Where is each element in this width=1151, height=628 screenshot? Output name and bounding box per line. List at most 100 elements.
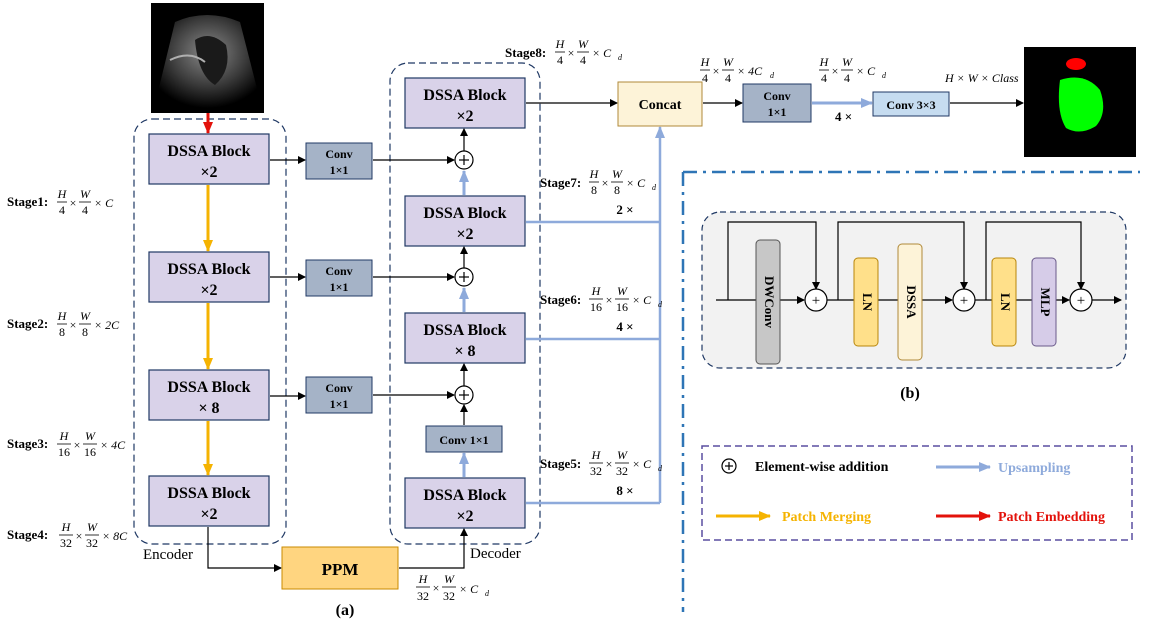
svg-text:×: × [568,46,575,60]
ln-block-1: LN [853,257,879,347]
block-b-add-1: + [804,288,828,312]
svg-text:+: + [960,293,968,309]
decoder-conv: Conv 1×1 [425,425,503,453]
svg-text:d: d [770,71,775,80]
skip-conv-1: Conv 1×1 [305,142,373,180]
svg-text:Element-wise addition: Element-wise addition [755,460,889,475]
svg-text:DSSA Block: DSSA Block [423,87,506,104]
output-segmentation-image [1024,47,1136,157]
block-b-add-2: + [952,288,976,312]
svg-text:× 4C: × 4C [737,64,763,78]
concat-dim-label: H 4 × W 4 × 4C d [700,55,775,85]
svg-text:32: 32 [443,589,455,603]
svg-text:d: d [658,464,663,473]
svg-text:Conv: Conv [325,381,352,395]
legend-box [701,445,1133,541]
svg-text:Patch Embedding: Patch Embedding [998,510,1105,525]
svg-text:H: H [418,572,429,586]
svg-text:d: d [652,183,657,192]
svg-text:×2: ×2 [456,508,473,525]
svg-text:H: H [61,520,72,534]
svg-text:× 2C: × 2C [94,318,120,332]
svg-text:Conv: Conv [763,89,790,103]
svg-text:W: W [80,187,91,201]
stage5-label: Stage5: H 32 × W 32 × C d 8 × [540,448,663,498]
svg-text:H: H [591,448,602,462]
svg-text:DSSA Block: DSSA Block [423,205,506,222]
svg-text:DSSA Block: DSSA Block [423,487,506,504]
svg-text:8: 8 [614,183,620,197]
svg-text:W: W [842,55,853,69]
svg-text:16: 16 [58,445,70,459]
svg-text:H: H [591,284,602,298]
svg-text:×: × [70,318,77,332]
svg-text:4: 4 [557,53,563,67]
svg-text:4: 4 [82,203,88,217]
encoder-block-1: DSSA Block ×2 [148,133,270,185]
svg-text:×: × [713,64,720,78]
svg-text:d: d [882,71,887,80]
svg-text:×: × [606,457,613,471]
decoder-block-2: DSSA Block ×2 [404,195,526,247]
head-up-label: 4 × [835,109,852,124]
svg-text:H: H [57,187,68,201]
decoder-block-1: DSSA Block ×2 [404,77,526,129]
svg-text:PPM: PPM [322,560,359,579]
svg-text:H: H [57,309,68,323]
svg-text:DSSA: DSSA [904,285,919,319]
svg-text:32: 32 [417,589,429,603]
svg-text:H: H [589,167,600,181]
block-b-add-3: + [1069,288,1093,312]
head-conv1-dim-label: H 4 × W 4 × C d [819,55,887,85]
stage4-label: Stage4: H 32 × W 32 × 8C [7,520,128,550]
svg-text:8: 8 [82,325,88,339]
svg-text:× C: × C [592,46,612,60]
svg-text:LN: LN [998,293,1013,312]
svg-text:× C: × C [632,457,652,471]
svg-text:×: × [832,64,839,78]
legend-patch-embedding: Patch Embedding [936,510,1105,525]
svg-text:× C: × C [94,196,114,210]
svg-text:Conv: Conv [325,264,352,278]
svg-text:W: W [723,55,734,69]
stage7-label: Stage7: H 8 × W 8 × C d 2 × [540,167,657,217]
svg-text:H: H [555,37,566,51]
svg-text:Stage8:: Stage8: [505,45,546,60]
concat-block: Concat [617,81,703,127]
dwconv-block: DWConv [755,239,781,365]
svg-text:W: W [80,309,91,323]
svg-text:W: W [617,284,628,298]
svg-text:LN: LN [860,293,875,312]
svg-text:Upsampling: Upsampling [998,461,1070,476]
svg-text:4: 4 [725,71,731,85]
stage3-label: Stage3: H 16 × W 16 × 4C [7,429,126,459]
svg-text:DSSA Block: DSSA Block [423,322,506,339]
stage1-label: Stage1: H 4 × W 4 × C [7,187,114,217]
head-conv1: Conv 1×1 [742,83,812,123]
output-dim-label: H × W × Class [944,71,1019,85]
input-ultrasound-image [151,3,264,113]
svg-text:×: × [70,196,77,210]
svg-text:1×1: 1×1 [768,105,787,119]
encoder-block-4-mult: ×2 [200,506,217,523]
svg-text:4: 4 [821,71,827,85]
svg-text:W: W [617,448,628,462]
svg-text:Conv: Conv [325,147,352,161]
svg-text:Stage6:: Stage6: [540,292,581,307]
svg-text:4: 4 [702,71,708,85]
svg-text:+: + [812,293,820,309]
svg-text:H: H [819,55,830,69]
svg-text:Concat: Concat [639,98,682,113]
decoder-add-2 [454,267,474,287]
svg-text:Stage5:: Stage5: [540,456,581,471]
ln-block-2: LN [991,257,1017,347]
svg-text:Stage3:: Stage3: [7,436,48,451]
encoder-block-3-mult: × 8 [198,400,219,417]
decoder-block-3: DSSA Block × 8 [404,312,526,364]
svg-text:MLP: MLP [1038,288,1053,317]
svg-text:32: 32 [60,536,72,550]
decoder-add-3 [454,385,474,405]
svg-text:×: × [76,529,83,543]
dssa-inner-block: DSSA [897,243,923,361]
svg-text:×2: ×2 [456,108,473,125]
